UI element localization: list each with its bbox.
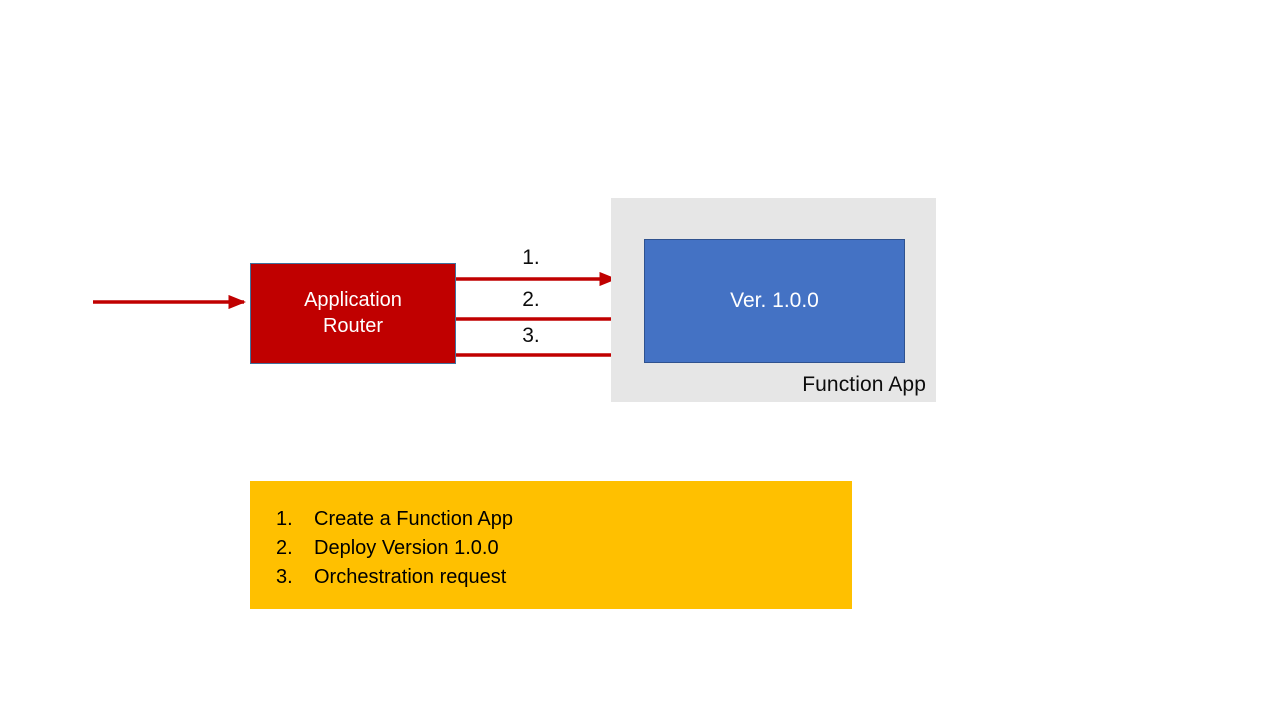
version-node-label: Ver. 1.0.0 [730,288,819,312]
legend-panel: 1. Create a Function App 2. Deploy Versi… [250,481,852,609]
router-label-line-1: Application [304,289,402,312]
step-3-label: 3. [522,324,540,347]
application-router-node[interactable]: Application Router [250,263,456,364]
legend-item-index: 3. [276,566,293,588]
application-router-node-label: Application Router [298,288,408,339]
legend-item-index: 2. [276,537,293,559]
function-app-group-label: Function App [802,373,926,396]
legend-item-text: Orchestration request [314,566,507,588]
legend-item-text: Create a Function App [314,508,514,530]
legend-item: 3. Orchestration request [250,563,852,592]
step-2-label: 2. [522,288,540,311]
legend-item: 2. Deploy Version 1.0.0 [250,534,852,563]
version-node[interactable]: Ver. 1.0.0 [644,239,905,363]
legend-item-text: Deploy Version 1.0.0 [314,537,499,559]
legend-list: 1. Create a Function App 2. Deploy Versi… [250,481,852,592]
legend-item-index: 1. [276,508,293,530]
legend-item: 1. Create a Function App [250,505,852,534]
router-label-line-2: Router [322,314,384,337]
step-1-label: 1. [522,246,540,269]
